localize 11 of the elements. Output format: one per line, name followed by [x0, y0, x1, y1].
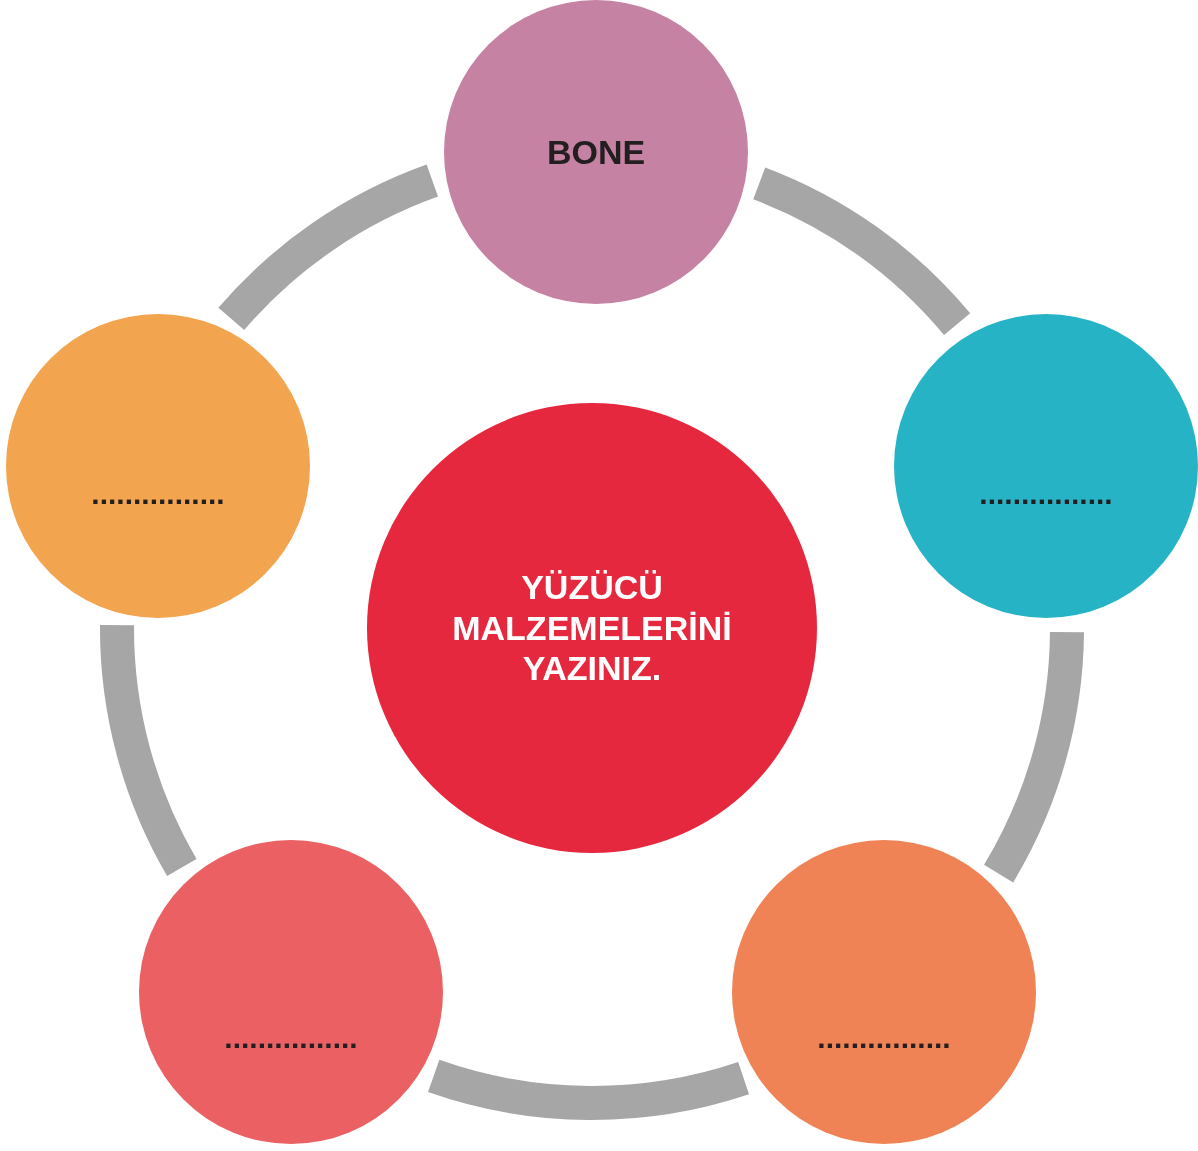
connector-arc [100, 624, 197, 876]
node-label: ................ [91, 476, 225, 512]
node-label: ................ [979, 476, 1113, 512]
node-label: ................ [817, 1020, 951, 1056]
connector-arc [428, 1059, 749, 1120]
node-label: BONE [546, 131, 646, 173]
node-label: YÜZÜCÜ MALZEMELERİNİ YAZINIZ. [451, 566, 733, 690]
connector-arc [983, 631, 1084, 882]
connector-arc [752, 167, 970, 336]
connector-arc [219, 165, 440, 331]
node-label: ................ [224, 1020, 358, 1056]
